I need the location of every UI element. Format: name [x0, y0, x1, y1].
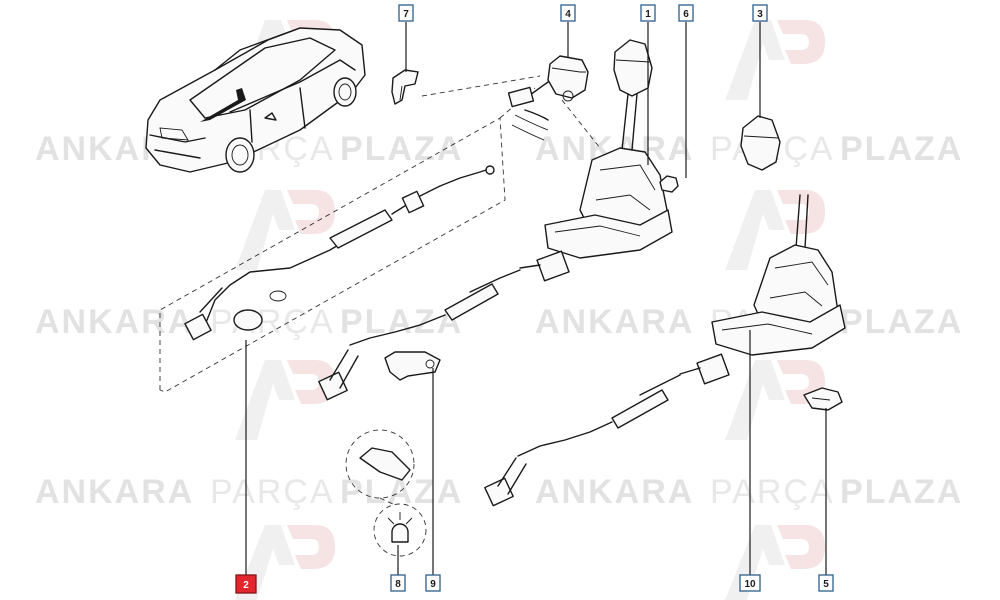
part-labels: 7 4 1 6 3 2 8 9 [235, 4, 834, 594]
dash-4-to-lever [561, 99, 601, 149]
car-illustration [145, 27, 366, 173]
wm-brand-bold-2: PLAZA [840, 473, 963, 511]
label-8-text: 8 [395, 579, 401, 590]
wm-brand-bold-2: PLAZA [840, 303, 963, 341]
cable-middle [318, 269, 521, 401]
label-1[interactable]: 1 [640, 4, 656, 22]
part-5-bracket [803, 387, 843, 411]
detail-circles [345, 429, 427, 557]
wm-brand-bold-1: ANKARA [535, 303, 694, 341]
label-10[interactable]: 10 [739, 574, 761, 592]
car-pointer-arrow [200, 88, 246, 122]
label-10-text: 10 [744, 579, 756, 590]
label-3-text: 3 [757, 9, 763, 20]
label-6-text: 6 [683, 9, 689, 20]
label-9[interactable]: 9 [425, 574, 441, 592]
label-3[interactable]: 3 [752, 4, 768, 22]
label-9-text: 9 [430, 579, 436, 590]
cable-lower [484, 374, 681, 507]
label-2[interactable]: 2 [235, 574, 257, 594]
label-5-text: 5 [823, 579, 829, 590]
part-3-knob [740, 115, 781, 171]
wm-brand-bold-2: PLAZA [340, 303, 463, 341]
wm-brand-bold-2: PLAZA [840, 130, 963, 168]
wm-brand-bold-1: ANKARA [35, 473, 194, 511]
cable-kit [184, 165, 495, 341]
label-5[interactable]: 5 [818, 574, 834, 592]
part-1-lever-assembly [519, 39, 673, 282]
wm-brand-light: PARÇA [210, 473, 335, 511]
label-2-text: 2 [243, 580, 249, 591]
label-4-text: 4 [565, 9, 571, 20]
label-8[interactable]: 8 [390, 574, 406, 592]
wm-brand-bold-2: PLAZA [340, 130, 463, 168]
wm-brand-light: PARÇA [210, 303, 335, 341]
part-7-clip [391, 69, 419, 105]
wm-brand-bold-1: ANKARA [535, 473, 694, 511]
label-4[interactable]: 4 [560, 4, 576, 22]
label-7[interactable]: 7 [398, 4, 414, 22]
part-10-lever-assembly [679, 194, 846, 385]
wm-brand-light: PARÇA [710, 473, 835, 511]
dash-7-to-4 [421, 75, 541, 97]
part-4-switch [507, 55, 589, 141]
label-1-text: 1 [645, 9, 651, 20]
label-7-text: 7 [403, 9, 409, 20]
part-6-nut [659, 175, 679, 193]
label-6[interactable]: 6 [678, 4, 694, 22]
leader-lines [245, 22, 827, 577]
wm-brand-bold-1: ANKARA [35, 303, 194, 341]
